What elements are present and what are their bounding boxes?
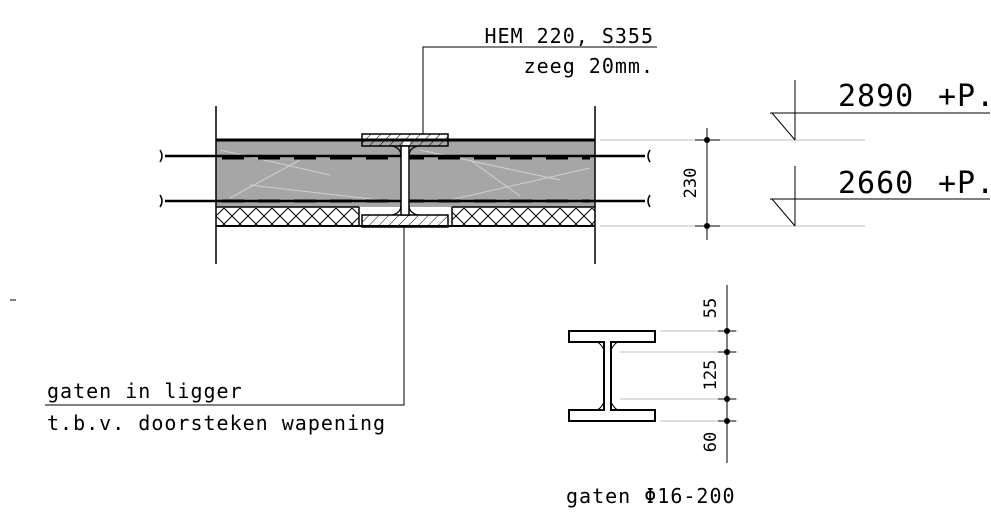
- i-section-holes: 55 125 60: [568, 285, 738, 463]
- level-bottom-value: 2660: [838, 166, 914, 201]
- holes-label: gaten Φ16-200: [566, 484, 736, 508]
- hem-beam: [361, 133, 449, 228]
- concrete-fill-right: [410, 141, 595, 207]
- beam-label-line2: zeeg 20mm.: [524, 54, 654, 78]
- note-line2: t.b.v. doorsteken wapening: [47, 411, 386, 435]
- dimension-60: 60: [701, 432, 721, 452]
- concrete-fill-left: [216, 141, 403, 207]
- level-marker-bottom: 2660 +P.: [770, 166, 991, 227]
- level-top-suffix: +P.: [938, 79, 991, 114]
- slab-section: [10, 46, 865, 406]
- dimension-55: 55: [701, 298, 721, 318]
- note-line1: gaten in ligger: [47, 379, 243, 403]
- slab-thickness-value: 230: [681, 168, 701, 199]
- slab-thickness-dimension: 230: [681, 128, 720, 240]
- bar-break-symbols: [159, 149, 651, 208]
- dimension-125: 125: [701, 360, 721, 391]
- beam-label-leader: [422, 46, 657, 134]
- precast-slab-left: [216, 208, 359, 226]
- level-top-value: 2890: [838, 79, 914, 114]
- level-bottom-suffix: +P.: [938, 166, 991, 201]
- beam-label-line1: HEM 220, S355: [484, 24, 654, 48]
- precast-slab-right: [452, 208, 595, 226]
- note-leader: [45, 226, 405, 406]
- level-marker-top: 2890 +P.: [770, 79, 991, 141]
